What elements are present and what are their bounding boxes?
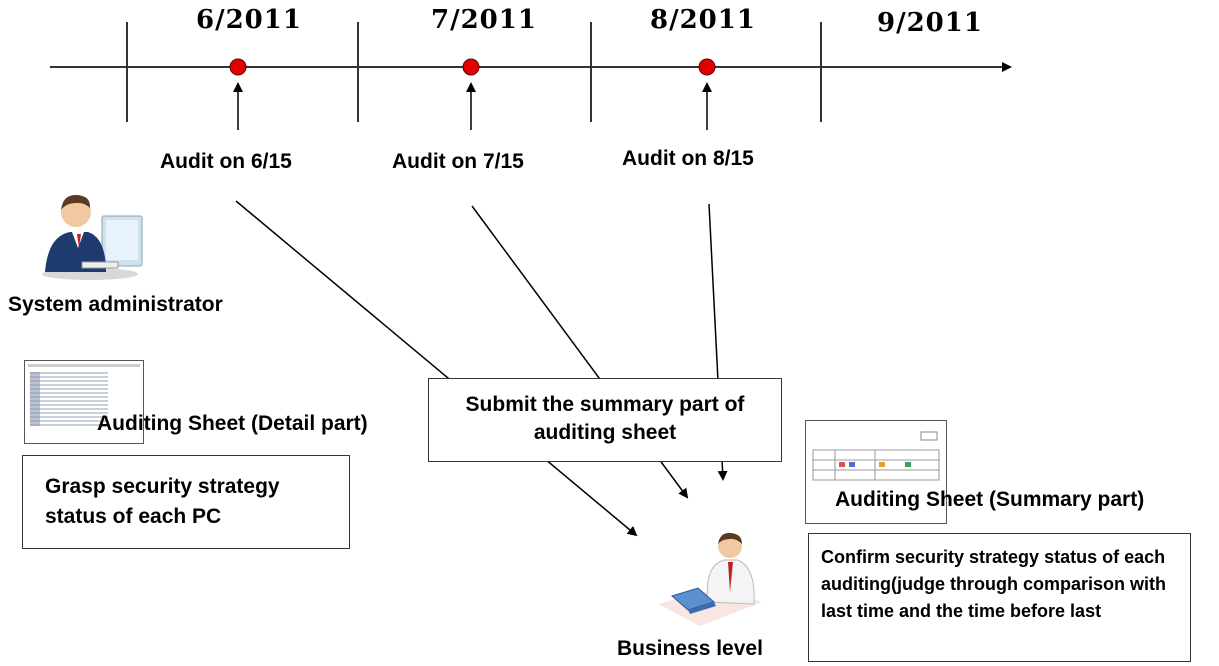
detail-sheet-thumbnail	[24, 360, 144, 444]
month-label: 7/2011	[431, 5, 537, 35]
month-label: 6/2011	[196, 5, 302, 35]
audit-marker	[229, 58, 247, 76]
system-administrator-label: System administrator	[8, 293, 223, 316]
business-level-icon	[658, 532, 762, 626]
month-label: 9/2011	[877, 8, 983, 38]
audit-label: Audit on 8/15	[622, 147, 754, 170]
summary-sheet-label: Auditing Sheet (Summary part)	[835, 488, 1145, 511]
audit-marker	[698, 58, 716, 76]
system-administrator-icon	[42, 194, 143, 280]
business-level-label: Business level	[617, 637, 763, 660]
audit-label: Audit on 6/15	[160, 150, 292, 173]
submit-summary-box: Submit the summary part of auditing shee…	[428, 378, 782, 462]
confirm-status-text: Confirm security strategy status of each…	[821, 547, 1166, 621]
month-label: 8/2011	[650, 5, 756, 35]
flow-line	[235, 200, 638, 537]
detail-sheet-label: Auditing Sheet (Detail part)	[97, 412, 368, 435]
confirm-status-box: Confirm security strategy status of each…	[808, 533, 1191, 662]
summary-sheet-thumbnail	[805, 420, 947, 524]
audit-label: Audit on 7/15	[392, 150, 524, 173]
grasp-status-text: Grasp security strategy status of each P…	[45, 475, 280, 528]
submit-summary-text: Submit the summary part of auditing shee…	[465, 393, 745, 444]
audit-marker	[462, 58, 480, 76]
grasp-status-box: Grasp security strategy status of each P…	[22, 455, 350, 549]
